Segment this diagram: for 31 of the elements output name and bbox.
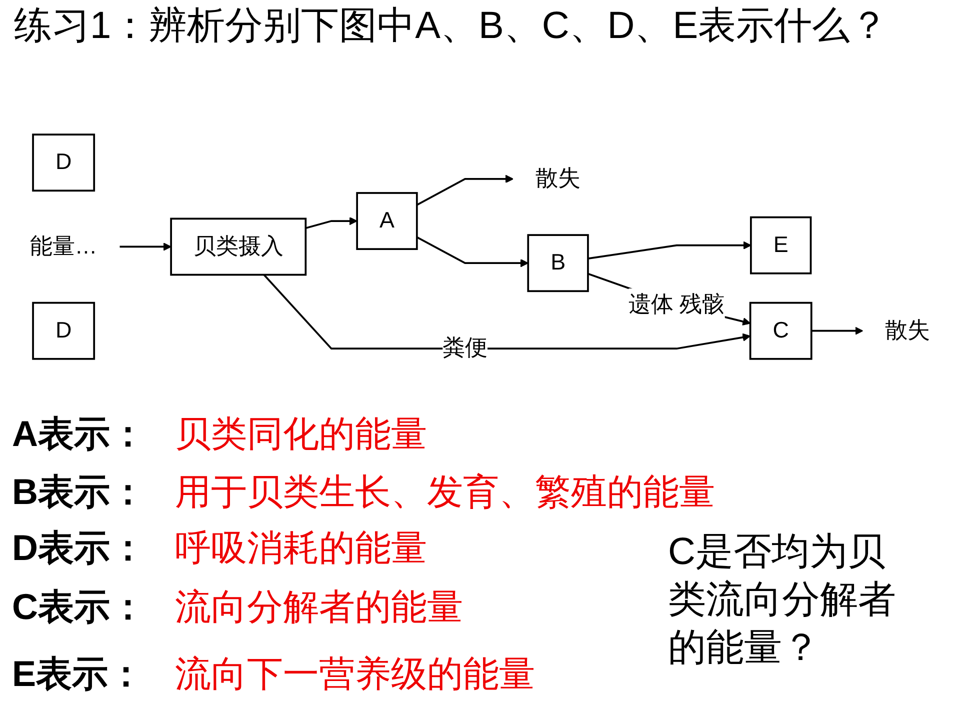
- answer-text: 呼吸消耗的能量: [175, 526, 427, 570]
- node-box: D: [32, 134, 96, 192]
- answer-prompt: E表示：: [12, 652, 144, 696]
- node-box: A: [356, 192, 418, 250]
- node-box: E: [750, 216, 812, 274]
- title: 练习1：辨析分别下图中A、B、C、D、E表示什么？: [14, 4, 890, 48]
- node-box: B: [527, 234, 589, 292]
- answer-prompt: C表示：: [12, 585, 146, 629]
- arrow: [263, 274, 751, 350]
- arrow: [416, 236, 528, 268]
- answer-prompt: D表示：: [12, 526, 146, 570]
- node-text: 散失: [536, 166, 580, 192]
- arrow: [305, 216, 358, 230]
- answer-prompt: A表示：: [12, 412, 146, 456]
- arrow: [811, 326, 864, 335]
- arrow: [416, 174, 514, 206]
- answer-text: 用于贝类生长、发育、繁殖的能量: [175, 470, 715, 514]
- question-text: C是否均为贝类流向分解者的能量？: [668, 530, 897, 671]
- answer-text: 贝类同化的能量: [175, 412, 427, 456]
- node-box: 贝类摄入: [170, 218, 307, 276]
- edge-label: 粪便: [442, 336, 488, 361]
- answer-text: 流向分解者的能量: [175, 585, 463, 629]
- node-text: 能量…: [30, 234, 98, 259]
- node-box: C: [749, 302, 812, 360]
- node-text: 散失: [885, 318, 930, 344]
- node-box: D: [32, 302, 96, 360]
- arrow: [588, 241, 752, 260]
- answer-text: 流向下一营养级的能量: [175, 652, 535, 696]
- answer-prompt: B表示：: [12, 470, 146, 514]
- edge-label: 遗体 残骸: [628, 292, 725, 318]
- arrow: [120, 242, 172, 251]
